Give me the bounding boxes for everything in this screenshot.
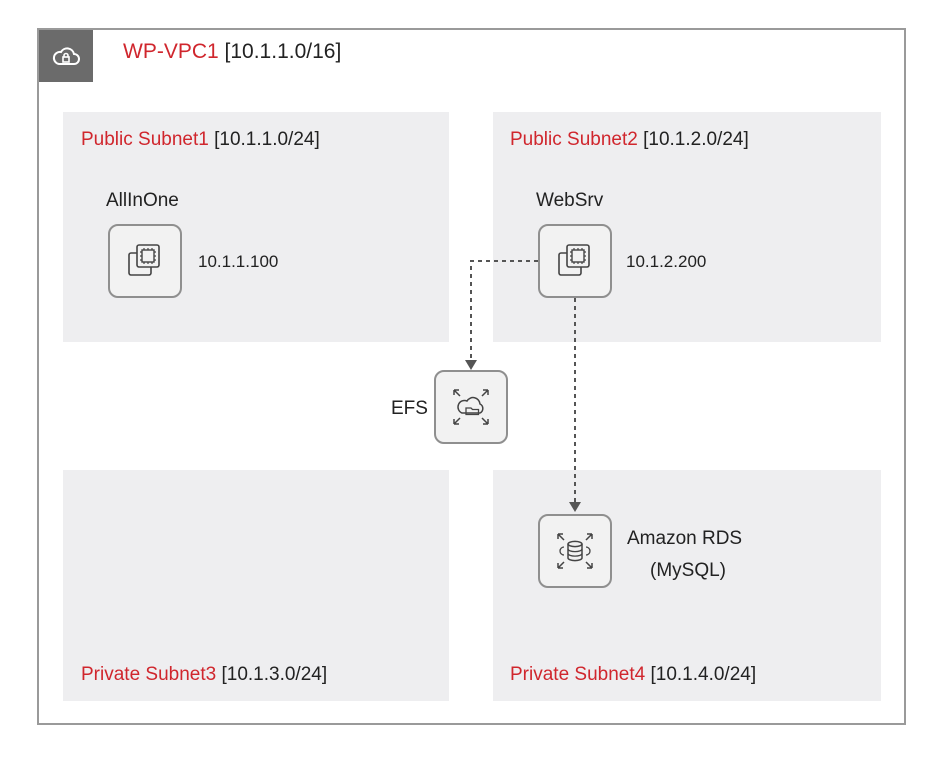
ec2-instance-icon — [558, 244, 590, 276]
allinone-label: AllInOne — [106, 190, 179, 211]
public-subnet1-label: Public Subnet1 [10.1.1.0/24] — [81, 129, 320, 151]
public-subnet1-name: Public Subnet1 — [81, 129, 209, 150]
websrv-ip: 10.1.2.200 — [626, 252, 707, 271]
vpc-cidr: [10.1.1.0/16] — [224, 40, 342, 63]
vpc-title: WP-VPC1 [10.1.1.0/16] — [123, 40, 341, 64]
allinone-instance[interactable] — [108, 224, 182, 298]
vpc-badge — [39, 30, 93, 82]
efs-service[interactable] — [434, 370, 508, 444]
private-subnet3-cidr: [10.1.3.0/24] — [221, 664, 328, 685]
public-subnet2-name: Public Subnet2 — [510, 129, 638, 150]
public-subnet1-cidr: [10.1.1.0/24] — [214, 129, 320, 150]
public-subnet2-label: Public Subnet2 [10.1.2.0/24] — [510, 129, 749, 151]
rds-label-line2: (MySQL) — [650, 560, 726, 581]
private-subnet3-name: Private Subnet3 — [81, 664, 217, 685]
efs-label: EFS — [391, 398, 428, 419]
rds-label-line1: Amazon RDS — [627, 528, 743, 549]
vpc-name: WP-VPC1 — [123, 40, 219, 63]
ec2-instance-icon — [128, 244, 160, 276]
websrv-label: WebSrv — [536, 190, 604, 211]
efs-icon — [453, 389, 489, 425]
allinone-ip: 10.1.1.100 — [198, 252, 279, 271]
private-subnet3 — [63, 470, 449, 701]
rds-database-icon — [557, 533, 593, 569]
cloud-lock-icon — [52, 47, 80, 65]
private-subnet4-label: Private Subnet4 [10.1.4.0/24] — [510, 664, 756, 686]
private-subnet4-cidr: [10.1.4.0/24] — [650, 664, 757, 685]
public-subnet2-cidr: [10.1.2.0/24] — [643, 129, 749, 150]
private-subnet4-name: Private Subnet4 — [510, 664, 646, 685]
rds-instance[interactable] — [538, 514, 612, 588]
private-subnet3-label: Private Subnet3 [10.1.3.0/24] — [81, 664, 327, 686]
websrv-instance[interactable] — [538, 224, 612, 298]
